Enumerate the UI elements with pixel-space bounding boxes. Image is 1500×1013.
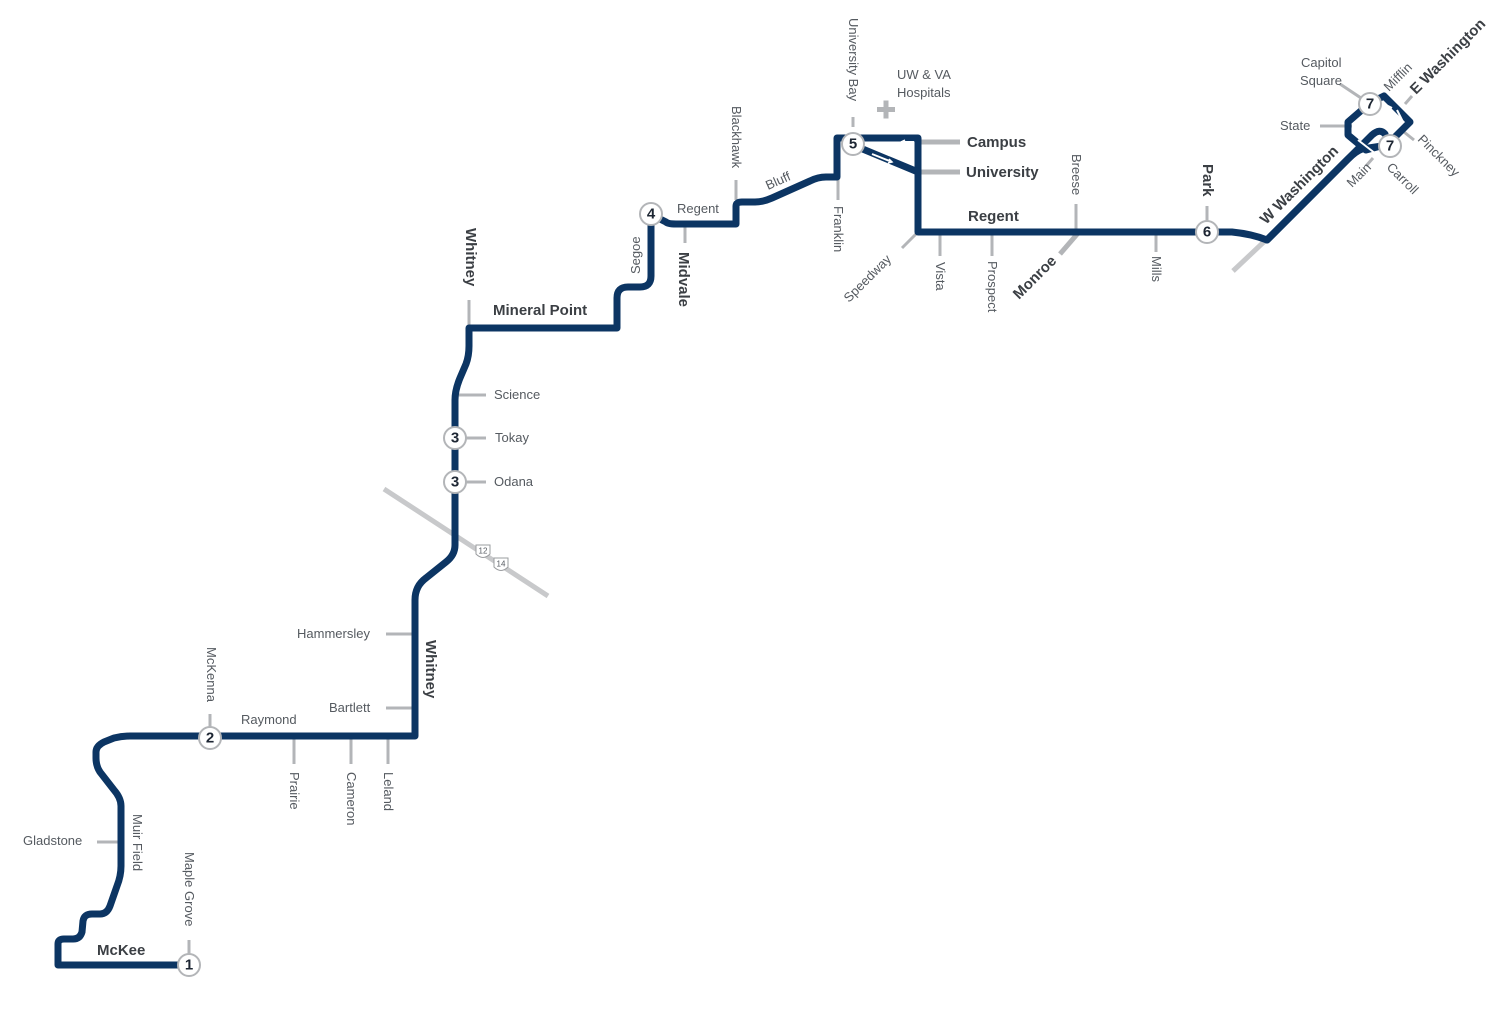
label-regent-east: Regent	[968, 208, 1019, 225]
label-regent-west: Regent	[677, 201, 719, 216]
label-breese: Breese	[1069, 154, 1084, 195]
svg-text:14: 14	[497, 560, 506, 569]
label-raymond: Raymond	[241, 712, 297, 727]
label-cameron: Cameron	[344, 772, 359, 825]
bus-route-line	[54, 127, 1389, 969]
label-bartlett: Bartlett	[329, 700, 371, 715]
svg-text:6: 6	[1203, 224, 1211, 241]
us-highway-shield-icon: 14	[493, 557, 509, 571]
label-hospitals-line2: Hospitals	[897, 85, 951, 100]
us-highway-shield-icon: 12	[475, 544, 491, 558]
svg-text:5: 5	[849, 136, 857, 153]
label-prospect: Prospect	[985, 261, 1000, 313]
direction-arrows	[871, 101, 1404, 164]
label-pinckney: Pinckney	[1415, 132, 1463, 180]
stop-3-tokay[interactable]: 3	[443, 426, 467, 450]
label-mckee: McKee	[97, 942, 145, 959]
label-park: Park	[1199, 164, 1216, 197]
stop-1[interactable]: 1	[177, 953, 201, 977]
svg-text:4: 4	[647, 206, 656, 223]
svg-text:7: 7	[1366, 96, 1374, 113]
label-e-washington: E Washington	[1407, 15, 1489, 97]
label-state: State	[1280, 118, 1310, 133]
label-franklin: Franklin	[831, 206, 846, 252]
label-mineral-point: Mineral Point	[493, 302, 587, 319]
label-university-bay: University Bay	[846, 18, 861, 102]
svg-text:7: 7	[1386, 138, 1394, 155]
label-maple-grove: Maple Grove	[182, 852, 197, 926]
stop-5[interactable]: 5	[841, 132, 865, 156]
label-capitol-line2: Square	[1300, 73, 1342, 88]
svg-text:12: 12	[479, 547, 488, 556]
label-leland: Leland	[381, 772, 396, 811]
svg-text:3: 3	[451, 430, 459, 447]
label-university: University	[966, 164, 1039, 181]
label-muir-field: Muir Field	[130, 814, 145, 871]
label-whitney-south: Whitney	[422, 640, 439, 699]
label-w-washington: W Washington	[1257, 143, 1342, 228]
label-speedway: Speedway	[841, 251, 895, 305]
street-labels: McKee Maple Grove Gladstone Muir Field M…	[23, 15, 1489, 959]
street-ticks	[97, 82, 1415, 965]
label-vista: Vista	[933, 262, 948, 291]
highway-12-14: 12 14	[382, 486, 550, 599]
label-campus: Campus	[967, 134, 1026, 151]
stop-3-odana[interactable]: 3	[443, 470, 467, 494]
label-blackhawk: Blackhawk	[729, 106, 744, 169]
stop-6[interactable]: 6	[1195, 220, 1219, 244]
label-monroe: Monroe	[1010, 253, 1060, 303]
hospital-cross-icon	[877, 100, 895, 119]
label-science: Science	[494, 387, 540, 402]
label-mills: Mills	[1149, 256, 1164, 282]
label-prairie: Prairie	[287, 772, 302, 810]
label-hospitals-line1: UW & VA	[897, 67, 951, 82]
label-mckenna: McKenna	[204, 647, 219, 703]
label-carroll: Carroll	[1384, 160, 1422, 198]
label-segoe: Segoe	[628, 236, 643, 274]
label-whitney-north: Whitney	[462, 228, 479, 287]
w-washington-extension	[1231, 236, 1270, 273]
svg-text:3: 3	[451, 474, 459, 491]
label-capitol-line1: Capitol	[1301, 55, 1342, 70]
label-tokay: Tokay	[495, 430, 529, 445]
stop-7-capitol[interactable]: 7	[1358, 92, 1382, 116]
label-midvale: Midvale	[675, 252, 692, 307]
label-gladstone: Gladstone	[23, 833, 82, 848]
svg-text:2: 2	[206, 730, 214, 747]
label-hammersley: Hammersley	[297, 626, 370, 641]
stop-2[interactable]: 2	[198, 726, 222, 750]
stop-4[interactable]: 4	[639, 202, 663, 226]
label-odana: Odana	[494, 474, 534, 489]
stop-7-pinckney[interactable]: 7	[1378, 134, 1402, 158]
svg-text:1: 1	[185, 957, 193, 974]
